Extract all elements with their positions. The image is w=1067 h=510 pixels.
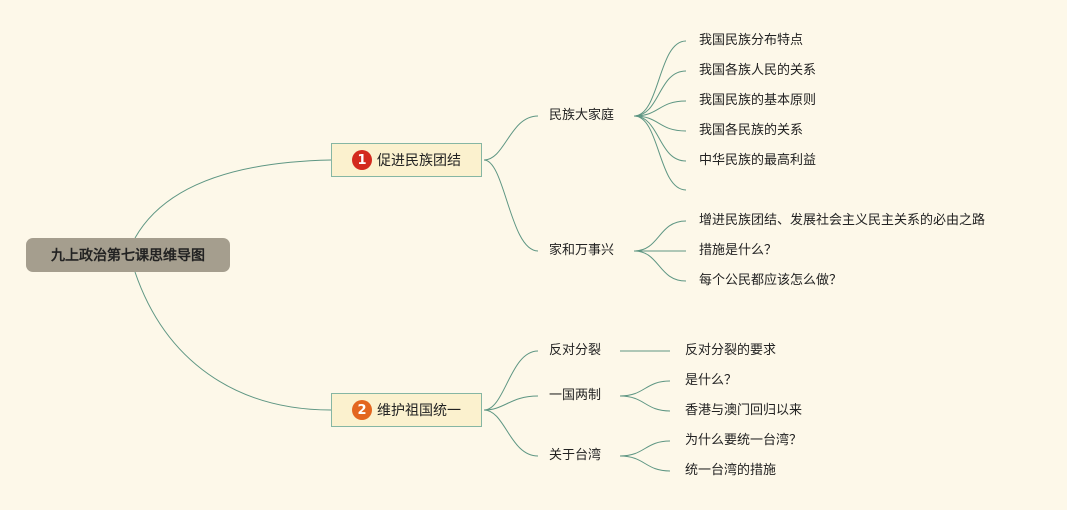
link-sub-5-leaf-2 [619, 455, 671, 472]
link-branch-2-sub-2 [483, 395, 539, 411]
link-sub-5-leaf-1 [619, 440, 671, 457]
link-branch-1-sub-2 [483, 159, 539, 252]
link-sub-1-leaf-4 [633, 115, 687, 132]
leaf-node[interactable]: 我国民族的基本原则 [699, 93, 817, 108]
branch-label-2: 维护祖国统一 [377, 403, 461, 419]
leaf-node[interactable]: 增进民族团结、发展社会主义民主关系的必由之路 [699, 213, 986, 228]
sub-node-one-country[interactable]: 一国两制 [549, 388, 602, 403]
link-sub-2-leaf-1 [633, 220, 687, 252]
leaf-node[interactable]: 我国民族分布特点 [699, 33, 804, 48]
leaf-node[interactable]: 中华民族的最高利益 [699, 153, 817, 168]
link-sub-1-leaf-empty [633, 115, 687, 191]
root-node[interactable]: 九上政治第七课思维导图 [26, 238, 230, 272]
link-sub-4-leaf-2 [619, 395, 671, 412]
link-sub-1-leaf-5 [633, 115, 687, 162]
link-sub-1-leaf-2 [633, 70, 687, 117]
sub-node-taiwan[interactable]: 关于台湾 [549, 448, 602, 463]
leaf-node[interactable]: 统一台湾的措施 [685, 463, 777, 478]
leaf-node[interactable]: 我国各族人民的关系 [699, 63, 817, 78]
root-title: 九上政治第七课思维导图 [51, 248, 205, 264]
branch-label-1: 促进民族团结 [377, 153, 461, 169]
link-branch-1-sub-1 [483, 115, 539, 161]
branch-node-2[interactable]: 2 维护祖国统一 [331, 393, 482, 427]
link-branch-2-sub-3 [483, 409, 539, 457]
link-root-branch-1 [134, 159, 332, 239]
leaf-node[interactable]: 反对分裂的要求 [685, 343, 777, 358]
link-branch-2-sub-1 [483, 350, 539, 411]
link-sub-4-leaf-1 [619, 380, 671, 397]
branch-node-1[interactable]: 1 促进民族团结 [331, 143, 482, 177]
link-sub-1-leaf-3 [633, 100, 687, 117]
leaf-node[interactable]: 香港与澳门回归以来 [685, 403, 803, 418]
sub-node-harmony[interactable]: 家和万事兴 [549, 243, 615, 258]
link-sub-1-leaf-1 [633, 40, 687, 117]
leaf-node[interactable]: 为什么要统一台湾？ [685, 433, 803, 448]
sub-node-family[interactable]: 民族大家庭 [549, 108, 615, 123]
link-root-branch-2 [134, 271, 332, 411]
leaf-node[interactable]: 是什么？ [685, 373, 738, 388]
number-badge-1: 1 [352, 150, 372, 170]
leaf-node[interactable]: 每个公民都应该怎么做？ [699, 273, 843, 288]
leaf-node[interactable]: 我国各民族的关系 [699, 123, 804, 138]
number-badge-2: 2 [352, 400, 372, 420]
sub-node-anti-split[interactable]: 反对分裂 [549, 343, 602, 358]
link-sub-2-leaf-3 [633, 250, 687, 282]
leaf-node[interactable]: 措施是什么？ [699, 243, 778, 258]
